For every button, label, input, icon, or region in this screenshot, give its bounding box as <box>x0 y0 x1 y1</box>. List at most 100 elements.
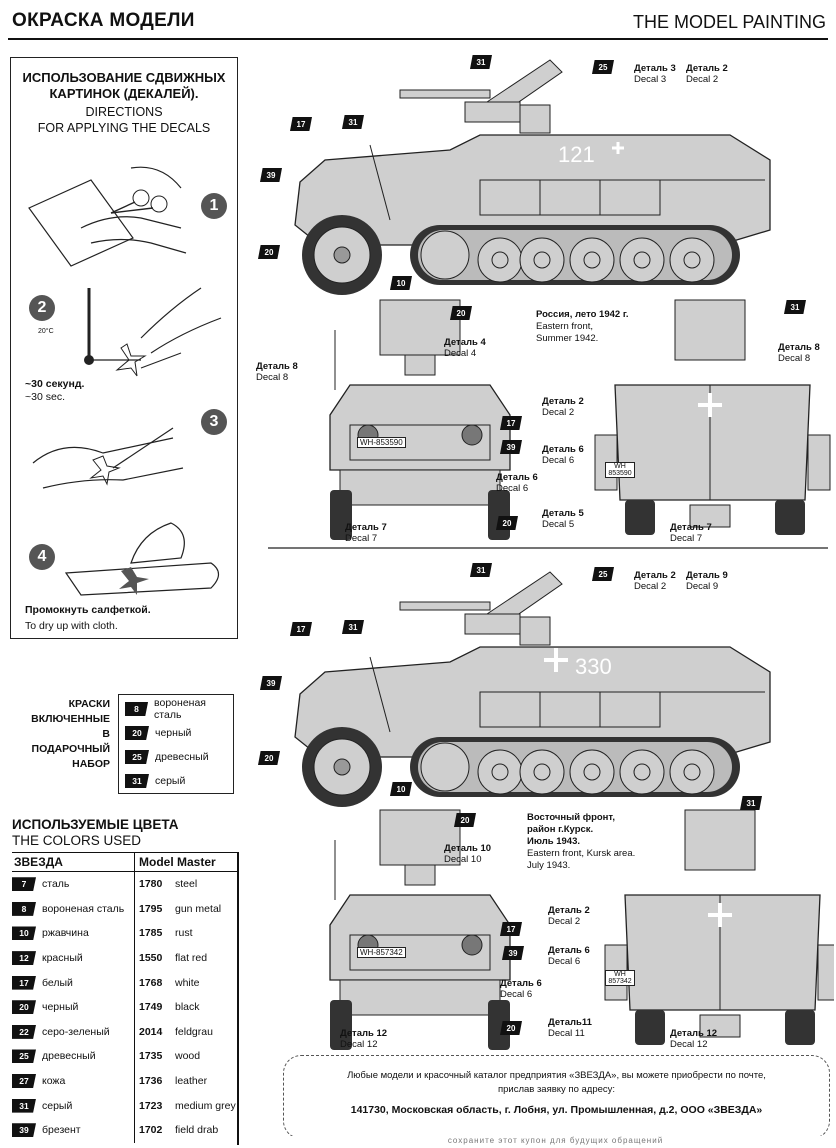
hull-number-2: 330 <box>575 654 612 679</box>
decal-ru: Деталь 7 <box>345 522 387 533</box>
dry-instruction-en: To dry up with cloth. <box>25 620 118 632</box>
callout-tag: 25 <box>592 60 614 74</box>
col-header-zvezda: ЗВЕЗДА <box>12 853 135 872</box>
decal-en: Decal 7 <box>345 533 378 544</box>
callout-tag: 20 <box>258 245 280 259</box>
scheme1-side-view: 121 <box>294 59 771 296</box>
paint-number-badge: 20 <box>12 1000 36 1015</box>
model-master-number: 1768 <box>134 970 175 995</box>
decal-ru: Деталь 10 <box>444 843 492 854</box>
colors-used-title-ru: ИСПОЛЬЗУЕМЫЕ ЦВЕТА <box>12 817 179 832</box>
kit-paints-label: КРАСКИ ВКЛЮЧЕННЫЕ В ПОДАРОЧНЫЙ НАБОР <box>26 697 110 772</box>
decal-ru: Деталь11 <box>548 1017 592 1028</box>
zvezda-color-name: ржавчина <box>42 927 89 940</box>
caption-en: July 1943. <box>527 860 571 871</box>
scheme2-side-view: 330 <box>294 571 771 808</box>
scheme1-rear-view <box>594 299 831 536</box>
header-divider <box>8 38 828 40</box>
zvezda-color-name: черный <box>42 1001 79 1014</box>
caption-en: Eastern front, Kursk area. <box>527 848 636 859</box>
callout-tag: 31 <box>470 563 492 577</box>
paint-number-badge: 8 <box>12 901 36 916</box>
callout-tag: 39 <box>260 168 282 182</box>
step-1-badge: 1 <box>201 193 227 219</box>
caption-ru: район г.Курск. <box>527 824 594 835</box>
model-master-color-name: white <box>175 976 200 989</box>
model-master-color-name: steel <box>175 878 198 891</box>
decal-ru: Деталь 8 <box>256 361 298 372</box>
model-master-color-name: leather <box>175 1075 208 1088</box>
decal-en: Decal 12 <box>670 1039 708 1050</box>
water-soaking-illustration <box>84 287 222 377</box>
paint-number-badge: 39 <box>12 1123 36 1138</box>
step-3-badge: 3 <box>201 409 227 435</box>
model-master-number: 1735 <box>134 1044 175 1069</box>
callout-tag: 20 <box>450 306 472 320</box>
order-coupon: Любые модели и красочный каталог предпри… <box>283 1055 830 1139</box>
callout-tag: 20 <box>496 516 518 530</box>
caption-ru: Россия, лето 1942 г. <box>536 309 629 320</box>
callout-tag: 31 <box>342 620 364 634</box>
col-header-model-master: Model Master <box>134 853 238 872</box>
model-master-number: 2014 <box>134 1019 175 1045</box>
dry-instruction-ru: Промокнуть салфеткой. <box>25 604 151 616</box>
decal-en: Decal 11 <box>548 1028 585 1039</box>
decal-ru: Деталь 6 <box>548 945 590 956</box>
paint-number-badge: 31 <box>125 774 149 788</box>
decal-en: Decal 6 <box>496 483 529 494</box>
paint-number-badge: 25 <box>12 1049 36 1064</box>
callout-tag: 39 <box>500 440 522 454</box>
caption-en: Summer 1942. <box>536 333 599 344</box>
decal-en: Decal 3 <box>634 74 667 85</box>
model-master-number: 1550 <box>134 945 175 971</box>
soak-time-en: ~30 sec. <box>25 391 65 403</box>
caption-ru: Восточный фронт, <box>527 812 615 823</box>
decal-ru: Деталь 12 <box>340 1028 388 1039</box>
paint-number-badge: 12 <box>12 951 36 966</box>
decal-en: Decal 12 <box>340 1039 378 1050</box>
decal-en: Decal 2 <box>686 74 719 85</box>
callout-tag: 17 <box>500 922 522 936</box>
zvezda-color-name: белый <box>42 976 73 989</box>
paint-number-badge: 17 <box>12 975 36 990</box>
decal-en: Decal 2 <box>548 916 581 927</box>
zvezda-color-name: кожа <box>42 1075 66 1088</box>
callout-tag: 10 <box>390 276 412 290</box>
decal-ru: Деталь 6 <box>496 472 538 483</box>
callout-tag: 31 <box>740 796 762 810</box>
callout-tag: 20 <box>500 1021 522 1035</box>
zvezda-color-name: вороненая сталь <box>42 902 125 915</box>
step-2-badge: 2 <box>29 295 55 321</box>
paint-name: древесный <box>155 751 209 763</box>
decal-en: Decal 6 <box>500 989 533 1000</box>
model-master-color-name: rust <box>175 927 193 940</box>
rear-plate-1: WH 853590 <box>605 462 635 478</box>
decal-en: Decal 9 <box>686 581 719 592</box>
scissors-cutting-illustration <box>28 166 187 267</box>
paint-number-badge: 20 <box>125 726 149 740</box>
decal-ru: Деталь 7 <box>670 522 712 533</box>
callout-tag: 39 <box>502 946 524 960</box>
model-master-color-name: feldgrau <box>175 1025 213 1038</box>
callout-tag: 25 <box>592 567 614 581</box>
scheme2-caption: Восточный фронт,район г.Курск.Июль 1943.… <box>527 812 635 872</box>
kit-paints-label-line: КРАСКИ <box>68 698 110 710</box>
paint-number-badge: 8 <box>125 702 149 716</box>
paint-number-badge: 10 <box>12 926 36 941</box>
